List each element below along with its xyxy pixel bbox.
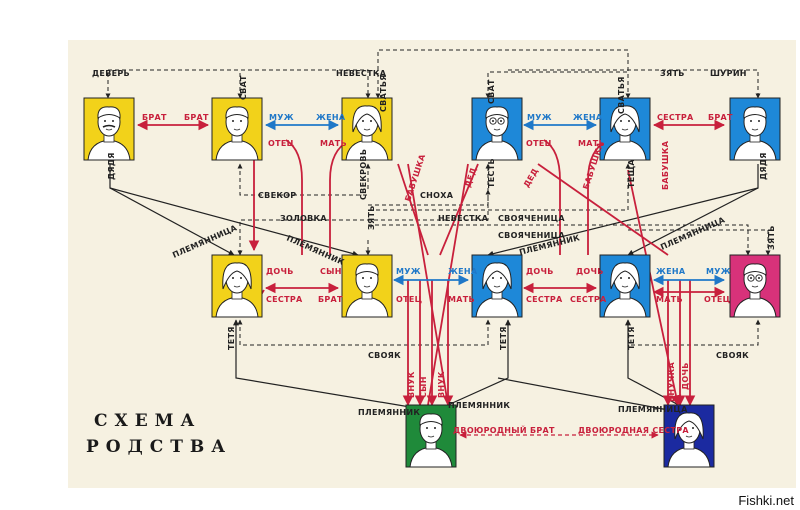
label-zyat-1: ЗЯТЬ [660,69,685,78]
label-doch-3: ДОЧЬ [576,267,604,276]
pair-arrows [136,119,726,439]
title-line-1: СХЕМА [94,411,201,431]
dark-connectors [109,164,759,411]
label-otec-3: ОТЕЦ [396,295,422,304]
label-svoyachenitsa-1: СВОЯЧЕНИЦА [498,214,565,223]
label-svoyak-2: СВОЯК [716,351,749,360]
label-muzh-1: МУЖ [269,113,294,122]
label-svat-1: СВАТ [239,75,248,100]
label-dyadya-1: ДЯДЯ [107,152,116,180]
label-brat-2: БРАТ [184,113,209,122]
label-dever: ДЕВЕРЬ [92,69,130,78]
label-svoyachenitsa-2: СВОЯЧЕНИЦА [498,231,565,240]
woman-icon [211,254,263,318]
label-brat-1: БРАТ [142,113,167,122]
label-mat-4: МАТЬ [656,295,683,304]
label-babushka-2: БАБУШКА [581,140,605,190]
old-man-icon [211,97,263,161]
label-dyadya-2: ДЯДЯ [759,152,768,180]
label-plemyannik-4: ПЛЕМЯННИК [448,401,510,410]
label-vnuchka: ВНУЧКА [667,362,676,402]
label-sestra-1: СЕСТРА [657,113,694,122]
label-tescha: ТЕЩА [627,159,636,188]
label-muzh-4: МУЖ [706,267,731,276]
diagram-paper: БРАТ БРАТ МУЖ ЖЕНА МУЖ ЖЕНА СЕСТРА БРАТ … [68,40,796,488]
label-muzh-2: МУЖ [527,113,552,122]
label-svekor: СВЕКОР [258,191,296,200]
label-zyat-3: ЗЯТЬ [767,225,776,250]
label-svatya-1: СВАТЬЯ [379,74,388,112]
label-zhena-3: ЖЕНА [448,267,478,276]
girl-icon [663,404,715,468]
label-svoyak-1: СВОЯК [368,351,401,360]
label-mat-2: МАТЬ [578,139,605,148]
label-otec-2: ОТЕЦ [526,139,552,148]
label-otec-4: ОТЕЦ [704,295,730,304]
portraits [83,97,781,468]
title-line-2: РОДСТВА [86,437,232,457]
label-svekrov: СВЕКРОВЬ [359,149,368,200]
label-tetya-3: ТЕТЯ [627,326,636,350]
label-doch-1: ДОЧЬ [266,267,294,276]
label-zolovka: ЗОЛОВКА [280,214,327,223]
watermark: Fishki.net [738,493,794,508]
label-brat-4: БРАТ [318,295,343,304]
labels: БРАТ БРАТ МУЖ ЖЕНА МУЖ ЖЕНА СЕСТРА БРАТ … [92,69,776,435]
man-mustache-icon [83,97,135,161]
man-glasses-icon [729,254,781,318]
label-ded-2: ДЕД [522,167,540,189]
label-snokha: СНОХА [420,191,454,200]
label-tetya-1: ТЕТЯ [227,326,236,350]
label-babushka-3: БАБУШКА [661,140,670,190]
label-dvoyurodny-brat: ДВОЮРОДНЫЙ БРАТ [453,424,555,435]
woman-icon [471,254,523,318]
label-plemyannik-1: ПЛЕМЯННИК [285,234,346,268]
label-vnuk-1: ВНУК [407,371,416,398]
label-test: ТЕСТЬ [487,158,496,188]
label-doch-4: ДОЧЬ [681,362,690,390]
label-brat-3: БРАТ [708,113,733,122]
label-dvoyurodnaya-sestra: ДВОЮРОДНАЯ СЕСТРА [578,426,689,435]
label-plemyannik-3: ПЛЕМЯННИК [358,408,420,417]
label-zhena-4: ЖЕНА [656,267,686,276]
label-shurin: ШУРИН [710,69,747,78]
label-sestra-3: СЕСТРА [526,295,563,304]
label-muzh-3: МУЖ [396,267,421,276]
label-zyat-2: ЗЯТЬ [367,205,376,230]
man-glasses-icon [471,97,523,161]
label-syn-2: СЫН [419,376,428,398]
label-mat-1: МАТЬ [320,139,347,148]
old-woman-icon [341,97,393,161]
young-man-icon [341,254,393,318]
label-plemyannitsa-3: ПЛЕМЯННИЦА [618,405,688,414]
label-ded-1: ДЕД [463,166,478,188]
label-mat-3: МАТЬ [448,295,475,304]
kinship-diagram: БРАТ БРАТ МУЖ ЖЕНА МУЖ ЖЕНА СЕСТРА БРАТ … [83,49,781,468]
woman-bob-icon [599,254,651,318]
label-nevestka-2: НЕВЕСТКА [438,214,489,223]
label-otec-1: ОТЕЦ [268,139,294,148]
label-vnuk-2: ВНУК [437,371,446,398]
label-syn-1: СЫН [320,267,342,276]
label-svatya-2: СВАТЬЯ [617,76,626,114]
label-doch-2: ДОЧЬ [526,267,554,276]
label-sestra-4: СЕСТРА [570,295,607,304]
label-nevestka-1: НЕВЕСТКА [336,69,387,78]
old-woman-icon [599,97,651,161]
boy-icon [405,404,457,468]
label-plemyannitsa-1: ПЛЕМЯННИЦА [171,223,239,260]
man-icon [729,97,781,161]
label-zhena-1: ЖЕНА [316,113,346,122]
label-sestra-2: СЕСТРА [266,295,303,304]
dashed-connectors [105,49,771,346]
label-tetya-2: ТЕТЯ [499,326,508,350]
label-svat-2: СВАТ [487,79,496,104]
label-zhena-2: ЖЕНА [573,113,603,122]
